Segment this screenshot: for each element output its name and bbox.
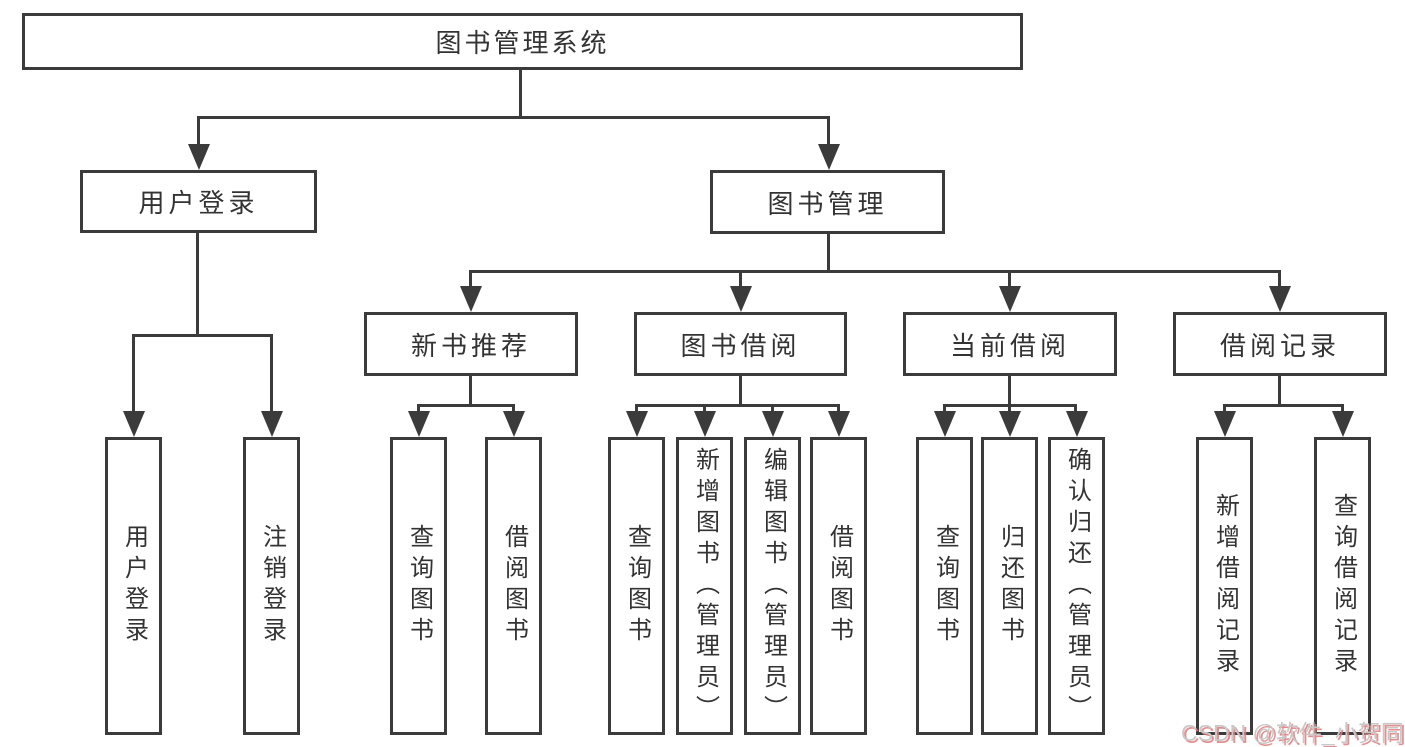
node-current-borrow: 当前借阅 (903, 312, 1117, 376)
node-borrow-records: 借阅记录 (1173, 312, 1387, 376)
connector-user-login-stem (196, 233, 199, 336)
connector-book-management-stem (827, 233, 830, 273)
leaf-bb-borrow-books-label: 借阅图书 (825, 524, 853, 648)
connector-new-books-stem (469, 376, 472, 407)
node-root-label: 图书管理系统 (435, 28, 610, 58)
arrowhead-nb-query (408, 411, 430, 437)
node-user-login-label: 用户登录 (138, 188, 259, 218)
connector-leg-borrow-records (1278, 270, 1281, 292)
leaf-user-login: 用户登录 (105, 437, 162, 735)
leaf-nb-borrow-books-label: 借阅图书 (500, 524, 528, 648)
arrowhead-leaf-logout (261, 411, 283, 437)
leaf-bb-edit-books: 编辑图书（管理员） (744, 437, 801, 735)
arrowhead-borrow-records (1269, 286, 1291, 312)
connector-leg-user-login (197, 116, 200, 150)
connector-branch-level3 (469, 270, 1281, 273)
node-book-management: 图书管理 (710, 170, 945, 234)
connector-branch-new-books (417, 404, 515, 407)
arrowhead-bb-query (626, 411, 648, 437)
leaf-cb-return-books-label: 归还图书 (996, 524, 1024, 648)
leaf-cb-return-books: 归还图书 (981, 437, 1038, 735)
node-book-borrow-label: 图书借阅 (680, 330, 801, 361)
arrowhead-br-query (1332, 411, 1354, 437)
arrowhead-new-books (460, 286, 482, 312)
arrowhead-br-add (1214, 411, 1236, 437)
arrowhead-bb-borrow (828, 411, 850, 437)
connector-branch-book-borrow (635, 404, 840, 407)
leaf-br-add-record: 新增借阅记录 (1196, 437, 1253, 735)
leaf-bb-query-books: 查询图书 (608, 437, 665, 735)
connector-root-stem (519, 70, 522, 119)
node-new-books: 新书推荐 (364, 312, 578, 376)
connector-current-borrow-stem (1008, 376, 1011, 407)
leaf-bb-borrow-books: 借阅图书 (810, 437, 867, 735)
csdn-watermark: CSDN @软件_小贺同学 (1181, 720, 1405, 746)
arrowhead-cb-confirm (1066, 411, 1088, 437)
arrowhead-cb-return (999, 411, 1021, 437)
leaf-br-query-record: 查询借阅记录 (1314, 437, 1371, 735)
arrowhead-user-login (188, 144, 210, 170)
leaf-nb-query-books-label: 查询图书 (405, 524, 433, 648)
arrowhead-current-borrow (999, 286, 1021, 312)
leaf-logout-label: 注销登录 (258, 524, 286, 648)
arrowhead-bb-edit (762, 411, 784, 437)
arrowhead-bb-add (694, 411, 716, 437)
leaf-br-query-record-label: 查询借阅记录 (1329, 493, 1357, 679)
leaf-nb-borrow-books: 借阅图书 (485, 437, 542, 735)
connector-leg-leaf-logout (270, 334, 273, 418)
leaf-cb-query-books: 查询图书 (916, 437, 973, 735)
arrowhead-book-management (818, 144, 840, 170)
connector-branch-borrow-records (1223, 404, 1344, 407)
leaf-logout: 注销登录 (243, 437, 300, 735)
node-user-login: 用户登录 (80, 170, 317, 233)
arrowhead-leaf-login (123, 411, 145, 437)
connector-branch-user-login (132, 334, 273, 337)
node-book-borrow: 图书借阅 (634, 312, 847, 376)
leaf-nb-query-books: 查询图书 (390, 437, 447, 735)
arrowhead-cb-query (934, 411, 956, 437)
leaf-cb-confirm-return-label: 确认归还（管理员） (1063, 446, 1091, 726)
connector-leg-current-borrow (1008, 270, 1011, 292)
connector-leg-new-books (469, 270, 472, 292)
leaf-bb-add-books: 新增图书（管理员） (676, 437, 733, 735)
leaf-cb-confirm-return: 确认归还（管理员） (1048, 437, 1105, 735)
node-borrow-records-label: 借阅记录 (1219, 330, 1340, 361)
connector-borrow-records-stem (1278, 376, 1281, 407)
connector-leg-book-borrow (739, 270, 742, 292)
node-root: 图书管理系统 (22, 13, 1023, 70)
arrowhead-nb-borrow (503, 411, 525, 437)
node-book-management-label: 图书管理 (767, 188, 888, 219)
leaf-cb-query-books-label: 查询图书 (931, 524, 959, 648)
node-new-books-label: 新书推荐 (410, 330, 531, 361)
connector-leg-leaf-login (132, 334, 135, 418)
connector-book-borrow-stem (739, 376, 742, 407)
leaf-bb-add-books-label: 新增图书（管理员） (691, 446, 719, 726)
connector-branch-level2 (197, 116, 830, 119)
leaf-bb-edit-books-label: 编辑图书（管理员） (759, 446, 787, 726)
leaf-bb-query-books-label: 查询图书 (623, 524, 651, 648)
connector-leg-book-management (827, 116, 830, 150)
arrowhead-book-borrow (730, 286, 752, 312)
leaf-br-add-record-label: 新增借阅记录 (1211, 493, 1239, 679)
node-current-borrow-label: 当前借阅 (949, 330, 1070, 361)
leaf-user-login-label: 用户登录 (120, 524, 148, 648)
